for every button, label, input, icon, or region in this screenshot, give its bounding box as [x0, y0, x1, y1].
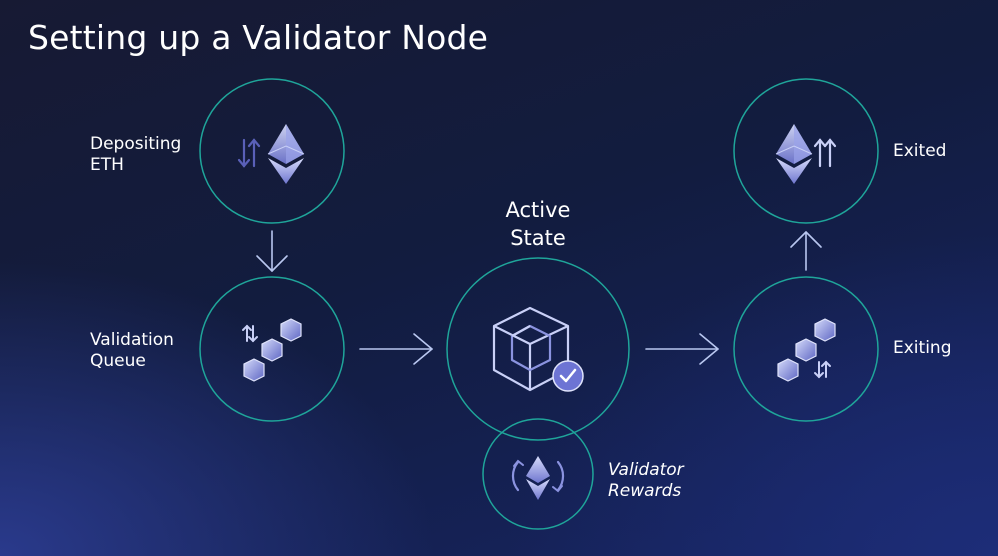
depositing-label: Depositing ETH	[90, 134, 181, 176]
arrow-up	[790, 231, 822, 271]
active-state-label-line2: State	[510, 226, 566, 250]
validation-queue-label-line2: Queue	[90, 351, 146, 371]
validation-queue-label: Validation Queue	[90, 330, 174, 372]
validation-queue-ring	[199, 276, 345, 422]
validator-rewards-ring	[482, 418, 594, 530]
active-state-label-line1: Active	[505, 198, 571, 222]
page-title: Setting up a Validator Node	[28, 18, 489, 57]
validator-rewards-label: Validator Rewards	[608, 460, 684, 502]
eth-exit-icon	[775, 124, 837, 184]
validator-rewards-label-line2: Rewards	[608, 481, 682, 501]
exiting-ring	[733, 276, 879, 422]
exited-ring	[733, 78, 879, 224]
eth-rewards-icon	[511, 456, 565, 500]
validation-queue-label-line1: Validation	[90, 330, 174, 350]
eth-deposit-icon	[237, 124, 305, 184]
depositing-label-line1: Depositing	[90, 134, 182, 154]
validator-rewards-label-line1: Validator	[608, 460, 684, 480]
arrow-right-2	[645, 333, 719, 365]
cubes-queue-icon	[242, 318, 302, 382]
depositing-label-line2: ETH	[90, 155, 124, 175]
arrow-down	[256, 230, 288, 272]
cube-check-icon	[492, 306, 584, 392]
arrow-right-1	[359, 333, 433, 365]
exiting-label: Exiting	[893, 338, 952, 358]
cubes-exiting-icon	[777, 318, 836, 382]
active-state-ring	[446, 257, 630, 441]
exited-label: Exited	[893, 141, 947, 161]
active-state-label: Active State	[478, 196, 598, 252]
depositing-ring	[199, 78, 345, 224]
